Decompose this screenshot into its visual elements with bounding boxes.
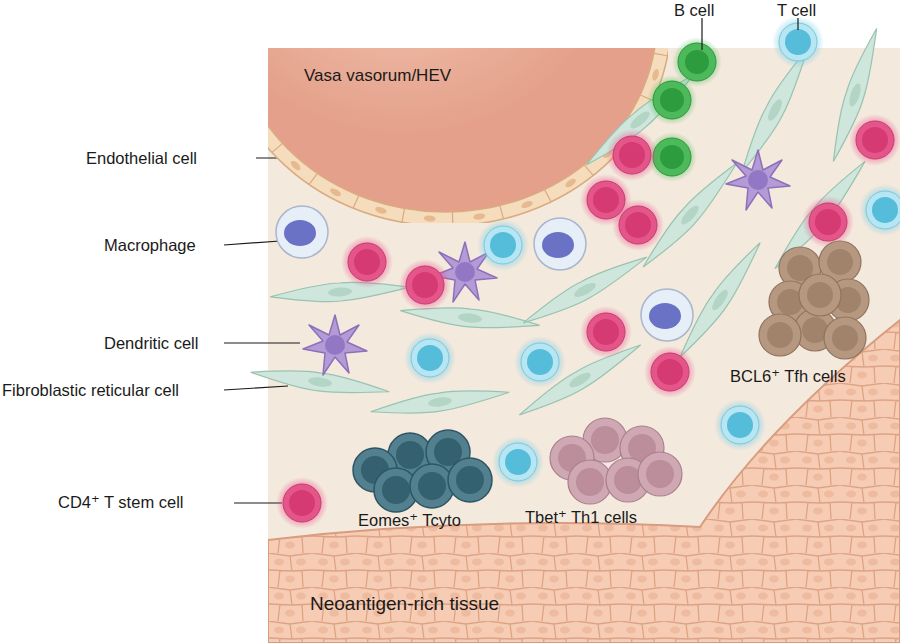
- leader-lines: [224, 158, 300, 503]
- macrophages: [276, 206, 693, 341]
- callout-label: BCL6⁺ Tfh cells: [730, 366, 846, 386]
- callout-label: Fibroblastic reticular cell: [2, 380, 179, 400]
- blood-vessel: Vasa vasorum/HEV: [268, 48, 668, 223]
- dendritic-cells: [303, 150, 790, 375]
- t-cells: [404, 16, 900, 488]
- callout-label: CD4⁺ T stem cell: [58, 492, 183, 512]
- th1-cluster: [550, 418, 682, 504]
- tissue-shape: [268, 320, 900, 643]
- callout-label: Endothelial cell: [86, 148, 197, 168]
- callout-label: B cell: [674, 0, 714, 20]
- tfh-cluster: [759, 241, 869, 359]
- b-cells: [647, 37, 722, 182]
- callout-label: Macrophage: [104, 235, 196, 255]
- tcyto-cluster: [353, 430, 492, 512]
- callout-label: Dendritic cell: [104, 333, 198, 353]
- node-label: Vasa vasorum/HEV: [304, 66, 451, 86]
- callout-label: Eomes⁺ Tcyto: [358, 510, 461, 530]
- frc-cells: [249, 26, 885, 423]
- tissue-region: Neoantigen-rich tissue: [268, 315, 900, 643]
- leader-lines-top: [702, 18, 798, 50]
- cd4-t-stem-cells: [276, 114, 900, 529]
- callout-label: Tbet⁺ Th1 cells: [525, 507, 637, 527]
- callout-label: T cell: [777, 0, 816, 20]
- vessel-shape: [268, 48, 668, 223]
- node-label: Neoantigen-rich tissue: [310, 593, 499, 615]
